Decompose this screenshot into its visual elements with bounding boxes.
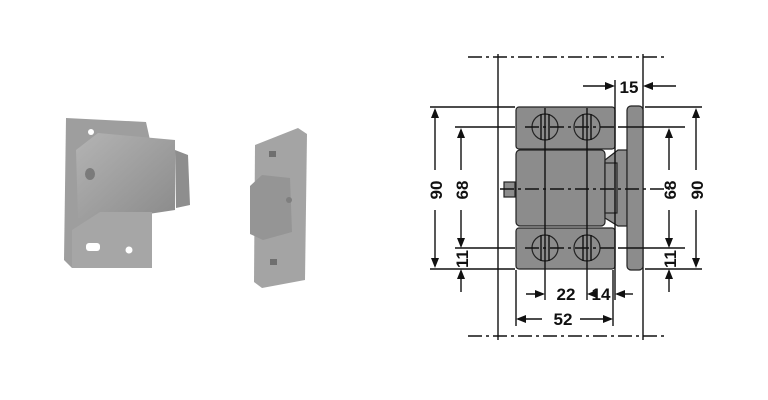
- strike-plate-photo: [250, 128, 307, 288]
- catch-body-photo: [64, 118, 190, 268]
- dim-11-left: 11: [453, 250, 472, 268]
- dim-68-right: 68: [661, 181, 680, 200]
- technical-drawing: 90 68 11 68 11 90 15 22 14 52: [427, 54, 707, 340]
- dim-14: 14: [592, 285, 611, 304]
- dim-15: 15: [620, 78, 639, 97]
- strike-plate: [626, 105, 644, 271]
- dim-22: 22: [557, 285, 576, 304]
- dim-90-right: 90: [688, 181, 707, 200]
- dim-68-left: 68: [453, 181, 472, 200]
- catch-housing: [515, 149, 606, 227]
- dim-90-left: 90: [427, 181, 446, 200]
- dim-52: 52: [554, 310, 573, 329]
- dim-11-right: 11: [661, 250, 680, 268]
